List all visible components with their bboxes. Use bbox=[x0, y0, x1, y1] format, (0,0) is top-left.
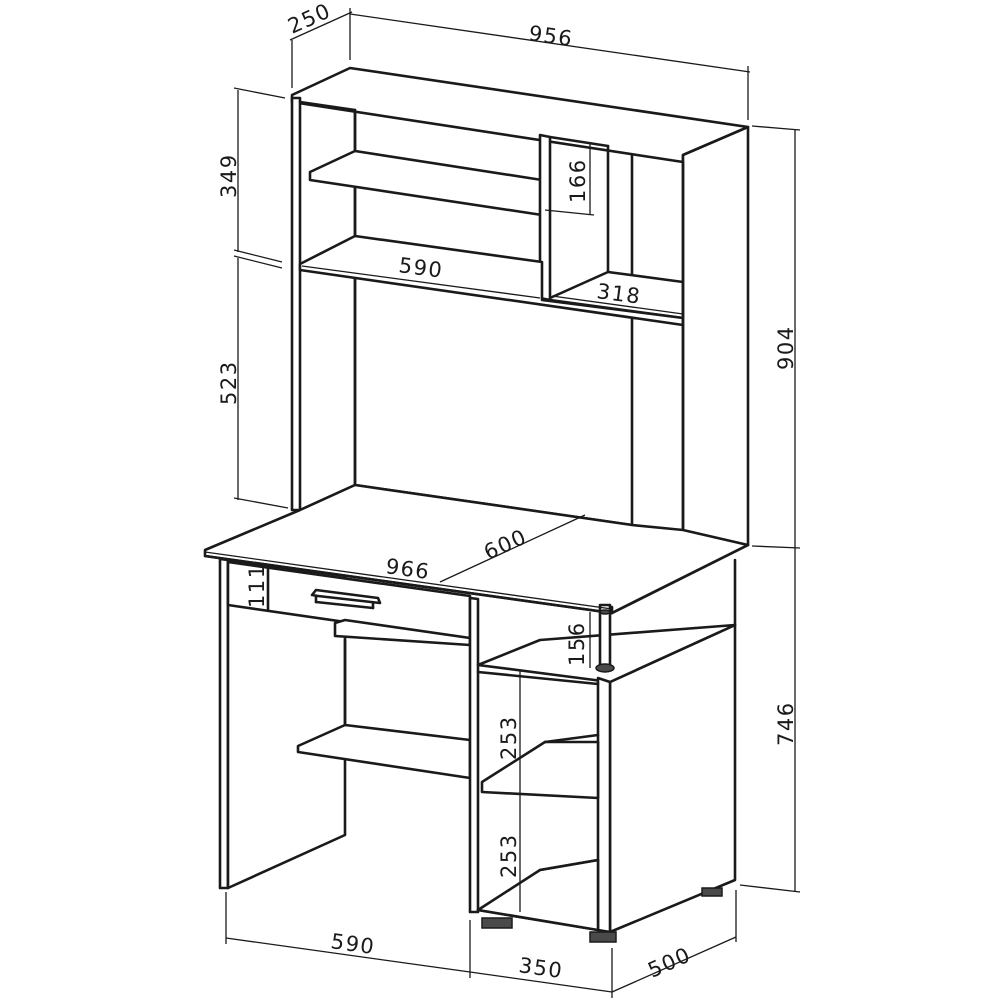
dim-hutch-depth: 250 bbox=[284, 0, 335, 39]
pedestal-back-side bbox=[468, 596, 480, 914]
pedestal-inner-side bbox=[596, 676, 612, 934]
post-base-icon bbox=[595, 663, 615, 673]
dim-gap-height: 156 bbox=[565, 621, 589, 666]
dim-hutch-opening-height: 523 bbox=[217, 360, 241, 405]
dim-desk-height: 746 bbox=[774, 701, 798, 746]
dim-lower-shelf-height-2: 253 bbox=[497, 833, 521, 878]
dim-shelf-width: 590 bbox=[397, 253, 444, 283]
dim-drawer-height: 111 bbox=[245, 563, 269, 608]
dim-base-width: 590 bbox=[329, 929, 376, 959]
dimension-lines bbox=[204, 8, 801, 998]
dim-pedestal-depth: 500 bbox=[644, 943, 695, 983]
hutch-left-side bbox=[290, 96, 302, 512]
hutch bbox=[290, 66, 750, 569]
desk bbox=[203, 483, 750, 943]
dim-upper-shelf-height: 349 bbox=[217, 153, 241, 198]
foot-back-right bbox=[701, 887, 723, 897]
dim-hutch-height: 904 bbox=[774, 325, 798, 370]
dim-pedestal-width: 350 bbox=[517, 953, 564, 983]
dim-small-compartment-height: 166 bbox=[566, 158, 590, 203]
foot-front-right bbox=[589, 931, 617, 943]
foot-front-left bbox=[481, 917, 513, 929]
dim-lower-shelf-height-1: 253 bbox=[497, 715, 521, 760]
hutch-middle-shelf bbox=[298, 234, 685, 327]
hutch-right-side bbox=[681, 125, 750, 569]
pedestal-shelf-1 bbox=[480, 740, 600, 800]
drawer-handle-icon[interactable] bbox=[310, 588, 382, 610]
desk-left-leg-face bbox=[226, 558, 347, 890]
dim-compartment-width: 318 bbox=[595, 279, 642, 309]
dim-total-width: 956 bbox=[527, 21, 574, 51]
